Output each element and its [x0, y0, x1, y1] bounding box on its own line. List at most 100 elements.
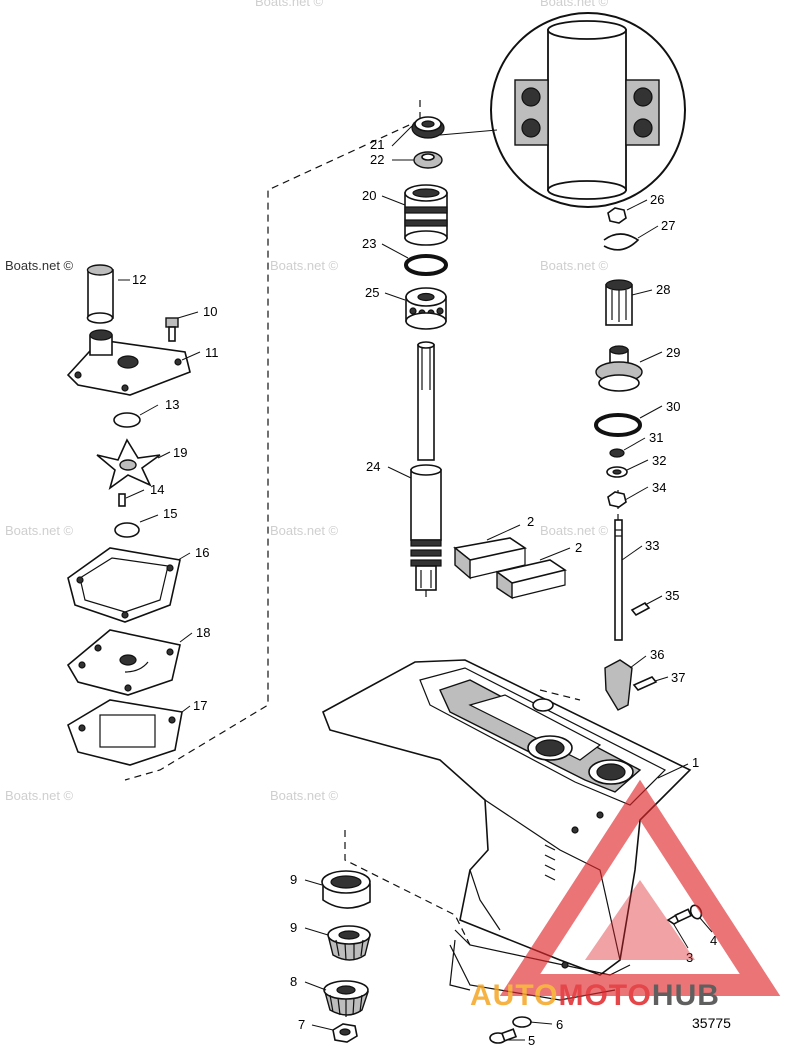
part-19-impeller — [96, 438, 161, 490]
part-label: 21 — [370, 137, 384, 152]
part-label: 26 — [650, 192, 664, 207]
part-7-nut — [332, 1023, 358, 1043]
logo-text-moto: MOTO — [558, 979, 651, 1012]
part-33-shift-shaft — [614, 519, 623, 641]
part-label: 2 — [527, 514, 534, 529]
part-label: 11 — [205, 345, 219, 360]
part-label: 7 — [298, 1017, 305, 1032]
part-28-coupler — [605, 279, 633, 326]
part-label: 28 — [656, 282, 670, 297]
part-37-pin — [632, 676, 658, 691]
logo-text-hub: HUB — [652, 979, 720, 1012]
part-label: 6 — [556, 1017, 563, 1032]
part-15-ring — [114, 522, 140, 538]
lower-gear-parts — [321, 870, 703, 1044]
part-31-washer — [609, 448, 625, 458]
seal-detail-inset — [439, 12, 686, 208]
watermark: Boats.net © — [540, 523, 609, 538]
part-label: 29 — [666, 345, 680, 360]
automotohub-logo: AUTOMOTOHUB — [470, 779, 781, 1012]
part-23-oring — [404, 254, 448, 276]
part-label: 13 — [165, 397, 179, 412]
part-labels: 12 10 11 13 19 14 15 16 18 17 21 22 20 2… — [132, 137, 717, 1048]
watermark-dark: Boats.net © — [5, 258, 74, 273]
part-label: 9 — [290, 872, 297, 887]
drawing-number: 35775 — [692, 1015, 731, 1031]
watermark: Boats.net © — [270, 523, 339, 538]
part-label: 32 — [652, 453, 666, 468]
part-label: 34 — [652, 480, 666, 495]
part-label: 18 — [196, 625, 210, 640]
part-label: 2 — [575, 540, 582, 555]
part-label: 37 — [671, 670, 685, 685]
watermark: Boats.net © — [255, 0, 324, 9]
part-16-gasket — [67, 547, 181, 623]
part-label: 25 — [365, 285, 379, 300]
logo-text-auto: AUTO — [470, 979, 558, 1012]
part-5-screw — [489, 1028, 518, 1044]
part-9-bearing — [327, 925, 371, 961]
part-label: 33 — [645, 538, 659, 553]
part-label: 31 — [649, 430, 663, 445]
part-36-shift-cam — [604, 659, 633, 711]
part-17-gasket — [67, 699, 183, 766]
part-label: 17 — [193, 698, 207, 713]
part-label: 35 — [665, 588, 679, 603]
part-label: 14 — [150, 482, 164, 497]
part-20-bearing-housing — [404, 184, 448, 246]
part-label: 5 — [528, 1033, 535, 1048]
driveshaft-parts — [404, 116, 567, 600]
part-1-gearcase — [321, 659, 692, 1001]
water-pump-parts — [66, 264, 191, 766]
part-30-oring — [594, 413, 642, 437]
part-18-plate — [66, 629, 181, 696]
part-label: 4 — [710, 933, 717, 948]
part-27-clip — [603, 233, 640, 251]
part-32-washer — [606, 466, 628, 478]
part-21-seal — [411, 116, 445, 139]
part-25-bearing — [405, 287, 447, 330]
part-label: 12 — [132, 272, 146, 287]
part-24-driveshaft — [410, 341, 442, 591]
part-label: 19 — [173, 445, 187, 460]
part-label: 16 — [195, 545, 209, 560]
part-12-sleeve — [86, 264, 114, 324]
watermark: Boats.net © — [5, 788, 74, 803]
part-label: 36 — [650, 647, 664, 662]
part-label: 30 — [666, 399, 680, 414]
part-label: 20 — [362, 188, 376, 203]
part-3-screw — [666, 908, 693, 925]
part-label: 1 — [692, 755, 699, 770]
part-label: 9 — [290, 920, 297, 935]
watermark: Boats.net © — [270, 788, 339, 803]
part-10-screw — [165, 317, 179, 342]
watermark: Boats.net © — [540, 0, 609, 9]
part-29-bushing — [595, 345, 643, 392]
part-13-ring — [113, 412, 141, 428]
part-label: 8 — [290, 974, 297, 989]
watermark: Boats.net © — [270, 258, 339, 273]
part-label: 23 — [362, 236, 376, 251]
part-26-nut — [607, 207, 627, 224]
part-label: 24 — [366, 459, 380, 474]
part-22-bushing — [413, 151, 443, 169]
part-6-washer — [512, 1016, 532, 1028]
part-2-shims — [453, 537, 567, 600]
part-label: 15 — [163, 506, 177, 521]
part-35-pin — [630, 601, 651, 617]
part-label: 10 — [203, 304, 217, 319]
part-label: 3 — [686, 950, 693, 965]
watermark: Boats.net © — [540, 258, 609, 273]
part-9-race — [321, 870, 371, 909]
part-8-pinion-gear — [323, 980, 369, 1017]
leader-lines — [118, 125, 713, 1041]
part-34-nut — [607, 491, 627, 508]
shift-parts — [594, 207, 658, 711]
logo-text: AUTOMOTOHUB — [470, 979, 720, 1012]
part-label: 27 — [661, 218, 675, 233]
watermark: Boats.net © — [5, 523, 74, 538]
part-11-pump-housing — [66, 329, 191, 396]
part-14-key — [118, 493, 126, 507]
part-label: 22 — [370, 152, 384, 167]
